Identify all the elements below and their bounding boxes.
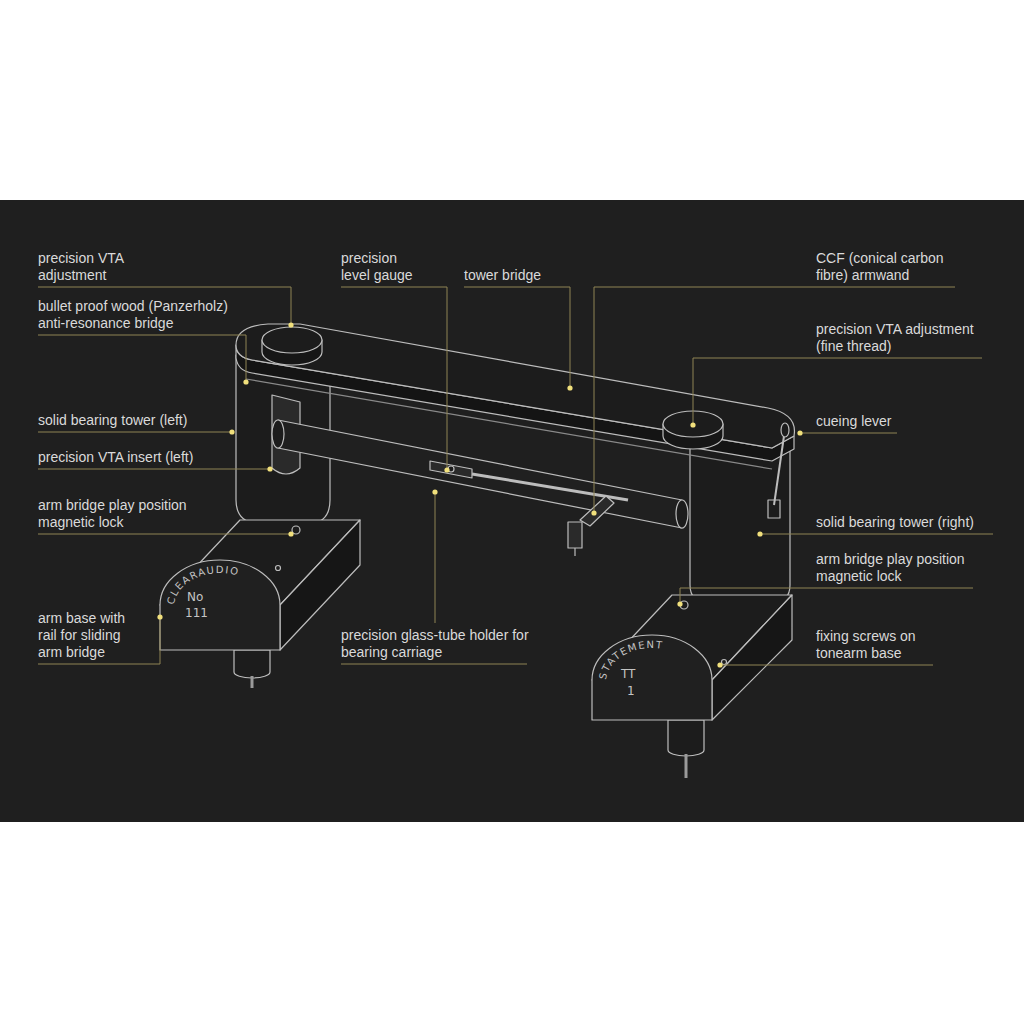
- leader-line: [38, 287, 291, 288]
- leader-line: [38, 469, 270, 470]
- engraved-text: 1: [627, 684, 635, 698]
- leader-line: [800, 433, 897, 434]
- callout-label: cueing lever: [816, 413, 916, 430]
- stylus: [574, 548, 575, 556]
- leader-line: [38, 664, 160, 665]
- headshell: [580, 496, 614, 526]
- cueing-lever: [774, 436, 784, 505]
- callout-label: CCF (conical carbon fibre) armwand: [816, 250, 966, 284]
- leader-line: [693, 358, 982, 359]
- glass-tube-end: [272, 420, 284, 448]
- glass-tube: [278, 420, 682, 528]
- leader-dot: [444, 467, 449, 472]
- level-gauge: [430, 461, 472, 478]
- leader-dot: [288, 322, 293, 327]
- callout-label: bullet proof wood (Panzerholz) anti-reso…: [38, 298, 253, 332]
- right-base-pedestal: [668, 720, 704, 756]
- leader-line: [760, 534, 993, 535]
- leader-dot: [797, 430, 802, 435]
- leader-dot: [567, 385, 572, 390]
- leader-line: [570, 287, 571, 388]
- armwand: [472, 474, 628, 500]
- leader-line: [464, 287, 570, 288]
- callout-label: solid bearing tower (right): [816, 514, 1006, 531]
- leader-dot: [243, 379, 248, 384]
- leader-line: [341, 664, 527, 665]
- leader-line: [447, 287, 448, 470]
- leader-dot: [591, 510, 596, 515]
- leader-line: [594, 287, 955, 288]
- tower-bridge-top: [236, 324, 794, 448]
- callout-label: precision glass-tube holder for bearing …: [341, 627, 531, 661]
- leader-line: [341, 287, 447, 288]
- leader-dot: [717, 662, 722, 667]
- leader-line: [246, 335, 247, 382]
- leader-line: [720, 665, 933, 666]
- leader-line: [680, 588, 973, 589]
- leader-dot: [690, 422, 695, 427]
- leader-dot: [432, 489, 437, 494]
- engraved-text: 111: [185, 606, 208, 620]
- right-base-rod: [685, 754, 688, 778]
- callout-label: precision VTA adjustment: [38, 250, 168, 284]
- callout-label: precision VTA insert (left): [38, 449, 258, 466]
- leader-line: [435, 492, 436, 623]
- leader-dot: [267, 466, 272, 471]
- leader-line: [693, 358, 694, 425]
- callout-label: tower bridge: [464, 267, 574, 284]
- leader-line: [291, 287, 292, 325]
- glass-tube-end: [676, 500, 688, 528]
- leader-line: [160, 617, 161, 664]
- callout-label: arm base with rail for sliding arm bridg…: [38, 610, 143, 661]
- cueing-lever-knob: [781, 423, 789, 437]
- callout-label: precision VTA adjustment (fine thread): [816, 321, 996, 355]
- right-base-side: [712, 595, 792, 720]
- leader-line: [38, 432, 232, 433]
- leader-line: [38, 335, 246, 336]
- engraved-text: CLEARAUDIO: [165, 564, 241, 605]
- leader-dot: [288, 531, 293, 536]
- left-base-front: [160, 560, 280, 650]
- callout-label: fixing screws on tonearm base: [816, 628, 936, 662]
- leader-line: [594, 287, 595, 513]
- callout-label: arm bridge play position magnetic lock: [816, 551, 996, 585]
- engraved-text: TT: [621, 667, 635, 681]
- left-base-pedestal: [234, 650, 270, 678]
- leader-dot: [229, 429, 234, 434]
- engraved-text: STATEMENT: [597, 639, 664, 680]
- callout-label: precision level gauge: [341, 250, 421, 284]
- leader-dot: [757, 531, 762, 536]
- cartridge: [568, 522, 582, 548]
- right-bearing-tower: [690, 440, 790, 604]
- vta-knob-left-top: [262, 327, 322, 353]
- engraved-text: No: [187, 590, 203, 604]
- leader-line: [38, 534, 291, 535]
- leader-dot: [157, 614, 162, 619]
- left-base-rod: [251, 676, 254, 688]
- leader-dot: [677, 601, 682, 606]
- callout-label: arm bridge play position magnetic lock: [38, 497, 218, 531]
- left-base-screw: [276, 566, 281, 571]
- callout-label: solid bearing tower (left): [38, 412, 238, 429]
- right-base-front: [592, 635, 712, 720]
